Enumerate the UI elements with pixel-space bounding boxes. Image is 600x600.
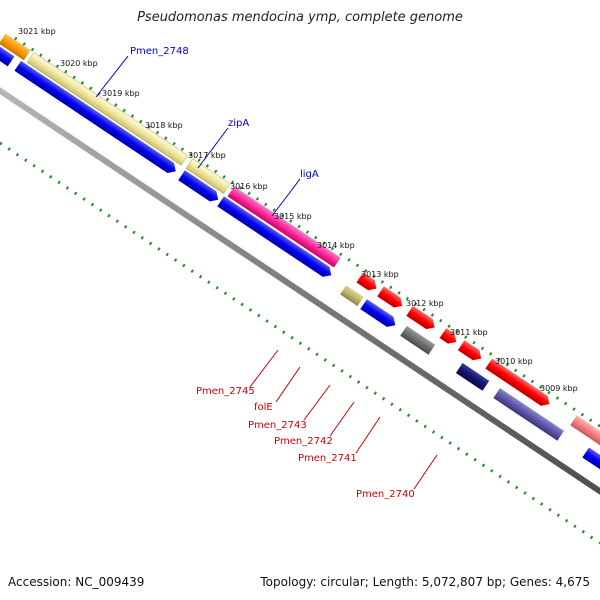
gene-label-leader [413, 454, 438, 490]
kbp-tick-label: 3020 kbp [60, 59, 98, 68]
kbp-tick-label: 3011 kbp [450, 328, 488, 337]
gene-label[interactable]: Pmen_2745 [196, 386, 255, 397]
gene-feature-blue-4[interactable] [360, 299, 398, 330]
kbp-tick-label: 3018 kbp [145, 121, 183, 130]
gene-feature-zipa-region[interactable] [185, 158, 231, 194]
tick-track-inner [0, 141, 600, 545]
gene-label[interactable]: folE [254, 402, 273, 413]
gene-feature-blue-1[interactable] [14, 60, 179, 177]
gene-label[interactable]: zipA [228, 118, 249, 129]
kbp-tick-label: 3009 kbp [540, 384, 578, 393]
gene-feature-slate[interactable] [493, 388, 565, 441]
gene-label[interactable]: Pmen_2748 [130, 46, 189, 57]
gene-feature-red-1[interactable] [356, 272, 379, 294]
gene-label[interactable]: Pmen_2740 [356, 489, 415, 500]
gene-label-leader [303, 384, 331, 421]
kbp-tick-label: 3012 kbp [406, 299, 444, 308]
gene-label[interactable]: ligA [300, 169, 319, 180]
gene-label-leader [197, 127, 229, 169]
gene-feature-liga[interactable] [227, 186, 341, 268]
gene-label[interactable]: Pmen_2742 [274, 436, 333, 447]
gene-feature-pmen2748-region[interactable] [26, 52, 189, 166]
gene-label-leader [329, 401, 355, 437]
gene-feature-red-4[interactable] [439, 328, 460, 347]
kbp-tick-label: 3019 kbp [102, 89, 140, 98]
kbp-tick-label: 3015 kbp [274, 212, 312, 221]
gene-labels: Pmen_2748 zipA ligA Pmen_2745 folE Pmen_2743P… [95, 46, 438, 500]
gene-feature-blue-left[interactable] [0, 45, 15, 67]
gene-feature-blue-2[interactable] [178, 170, 221, 204]
gene-feature-red-2[interactable] [377, 286, 405, 310]
gene-features [0, 33, 600, 483]
kbp-tick-label: 3014 kbp [317, 241, 355, 250]
gene-label-leader [95, 55, 129, 98]
gene-feature-blue-5[interactable] [582, 447, 600, 483]
gene-label[interactable]: Pmen_2741 [298, 453, 357, 464]
genome-backbone [0, 87, 600, 495]
gene-feature-gray[interactable] [400, 325, 436, 355]
kbp-tick-label: 3010 kbp [495, 357, 533, 366]
kbp-tick-label: 3021 kbp [18, 27, 56, 36]
topology-label: Topology: circular; Length: 5,072,807 bp… [260, 575, 590, 589]
gene-label-leader [249, 349, 279, 388]
gene-label-leader [271, 178, 301, 217]
gene-feature-blue-3[interactable] [217, 196, 334, 280]
gene-feature-red-3[interactable] [406, 305, 438, 333]
gene-feature-navy[interactable] [455, 363, 490, 391]
kbp-tick-label: 3013 kbp [361, 270, 399, 279]
gene-label-leader [355, 416, 381, 454]
gene-feature-red-6[interactable] [485, 358, 552, 410]
accession-label: Accession: NC_009439 [8, 575, 145, 589]
kbp-tick-label: 3016 kbp [230, 182, 268, 191]
genome-title: Pseudomonas mendocina ymp, complete geno… [137, 10, 463, 25]
gene-feature-orange[interactable] [0, 33, 31, 61]
gene-label[interactable]: Pmen_2743 [248, 420, 307, 431]
gene-label-leader [275, 366, 301, 403]
gene-feature-olive[interactable] [340, 285, 364, 307]
gene-feature-salmon[interactable] [570, 415, 600, 458]
gene-feature-red-5[interactable] [457, 340, 485, 363]
